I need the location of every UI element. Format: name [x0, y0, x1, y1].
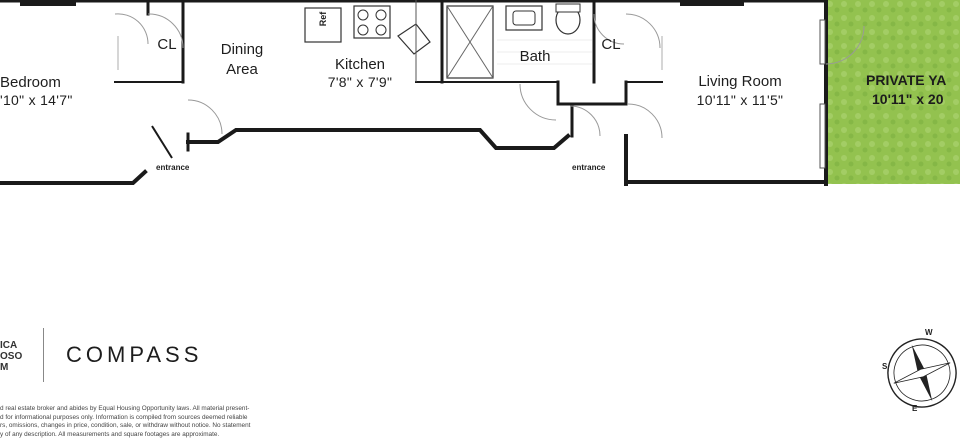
window	[819, 103, 826, 169]
closet-right-label: CL	[601, 36, 621, 53]
compass-w: W	[925, 328, 933, 337]
entrance-right-label: entrance	[572, 163, 606, 172]
living-room-dims: 10'11" x 11'5"	[696, 92, 784, 108]
kitchen-sink	[397, 23, 431, 55]
yard-area	[826, 0, 960, 184]
disclaimer-line: y of any description. All measurements a…	[0, 430, 220, 438]
brand-divider	[43, 328, 44, 382]
legal-disclaimer: d real estate broker and abides by Equal…	[0, 405, 310, 441]
bedroom-dims: '10" x 14'7"	[0, 92, 73, 108]
window	[819, 19, 826, 65]
entrance-left-label: entrance	[156, 163, 190, 172]
kitchen-fixtures	[304, 0, 431, 82]
compass-s: S	[882, 362, 888, 371]
agent-logo-line1: ICA	[0, 340, 18, 351]
kitchen-dims: 7'8" x 7'9"	[327, 74, 393, 90]
disclaimer-line: d for informational purposes only. Infor…	[0, 413, 248, 421]
agent-logo: ICA OSO M	[0, 330, 22, 373]
compass-rose	[887, 338, 957, 408]
window	[20, 0, 76, 6]
door-leaf	[151, 125, 173, 159]
kitchen-name: Kitchen	[334, 56, 386, 73]
disclaimer-line: rs, omissions, changes in price, conditi…	[0, 422, 251, 429]
bath-fixtures	[446, 3, 592, 79]
agent-logo-line2: OSO	[0, 351, 23, 362]
refrigerator-label: Ref	[318, 11, 328, 27]
bath-name: Bath	[519, 48, 551, 65]
dining-name-line1: Dining	[220, 41, 264, 58]
yard-name: PRIVATE YA	[866, 72, 947, 88]
bath-sink	[505, 5, 543, 31]
refrigerator	[304, 7, 342, 43]
compass-brand-logo: COMPASS	[66, 342, 203, 367]
window	[680, 0, 744, 6]
compass-e: E	[912, 404, 918, 413]
disclaimer-line: d real estate broker and abides by Equal…	[0, 405, 250, 412]
bedroom-name: Bedroom	[0, 74, 61, 91]
yard-dims: 10'11" x 20	[872, 91, 944, 107]
closet-left-label: CL	[157, 36, 177, 53]
door-swings	[114, 13, 865, 139]
agent-logo-line3: M	[0, 362, 9, 373]
living-room-name: Living Room	[698, 73, 782, 90]
dining-name-line2: Area	[226, 61, 258, 78]
closet-doors	[117, 36, 663, 70]
